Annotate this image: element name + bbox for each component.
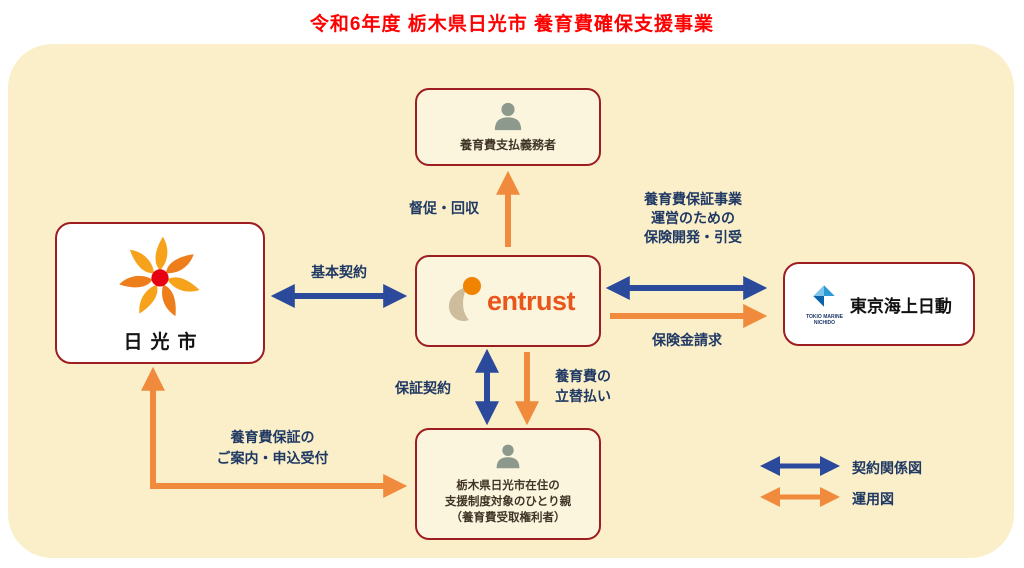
edge-label-guide-line2: ご案内・申込受付 xyxy=(216,450,329,466)
tokio-marine-logo-text-1: TOKIO MARINE xyxy=(806,313,843,320)
nikko-city-label: 日光市 xyxy=(123,332,205,353)
parent-label-line2: 支援制度対象のひとり親 xyxy=(444,495,572,508)
node-nikko-city: 日光市 xyxy=(55,222,265,364)
legend-operation-label: 運用図 xyxy=(852,491,894,507)
node-child-support-payer: 養育費支払義務者 xyxy=(415,88,601,166)
entrust-brand-text: entrust xyxy=(486,285,576,316)
edge-label-guarantee-contract: 保証契約 xyxy=(395,380,451,396)
edge-label-advance-line2: 立替払い xyxy=(555,388,611,404)
edge-label-collection: 督促・回収 xyxy=(409,200,479,216)
edge-label-underwriting-line3: 保険開発・引受 xyxy=(644,229,742,245)
tokio-marine-logo-text-2: NICHIDO xyxy=(813,319,836,326)
node-tokio-marine: TOKIO MARINE NICHIDO 東京海上日動 xyxy=(783,262,975,346)
person-icon xyxy=(492,101,524,136)
edge-label-underwriting-line1: 養育費保証事業 xyxy=(644,191,742,207)
tokio-marine-logo-icon xyxy=(811,283,837,314)
parent-label-line1: 栃木県日光市在住の xyxy=(456,479,560,492)
parent-label-line3: （養育費受取権利者） xyxy=(450,511,566,524)
edge-label-claim: 保険金請求 xyxy=(652,332,722,348)
edge-label-basic-contract: 基本契約 xyxy=(311,264,367,280)
edge-label-advance-payment: 養育費の 立替払い xyxy=(538,366,628,406)
page-title: 令和6年度 栃木県日光市 養育費確保支援事業 xyxy=(309,14,715,35)
edge-label-guide: 養育費保証の ご案内・申込受付 xyxy=(175,427,370,469)
person-icon xyxy=(494,443,522,474)
payer-label: 養育費支払義務者 xyxy=(459,138,556,152)
entrust-logo-icon xyxy=(441,275,483,328)
node-single-parent: 栃木県日光市在住の 支援制度対象のひとり親 （養育費受取権利者） xyxy=(415,428,601,540)
legend-contract-label: 契約関係図 xyxy=(852,460,922,476)
edge-label-underwriting: 養育費保証事業 運営のための 保険開発・引受 xyxy=(613,190,773,247)
nikko-city-logo-icon xyxy=(112,232,208,325)
edge-label-guide-line1: 養育費保証の xyxy=(230,429,315,445)
tokio-marine-label: 東京海上日動 xyxy=(849,296,952,316)
node-entrust: entrust xyxy=(415,255,601,347)
edge-label-underwriting-line2: 運営のための xyxy=(651,210,735,226)
edge-label-advance-line1: 養育費の xyxy=(555,368,611,384)
